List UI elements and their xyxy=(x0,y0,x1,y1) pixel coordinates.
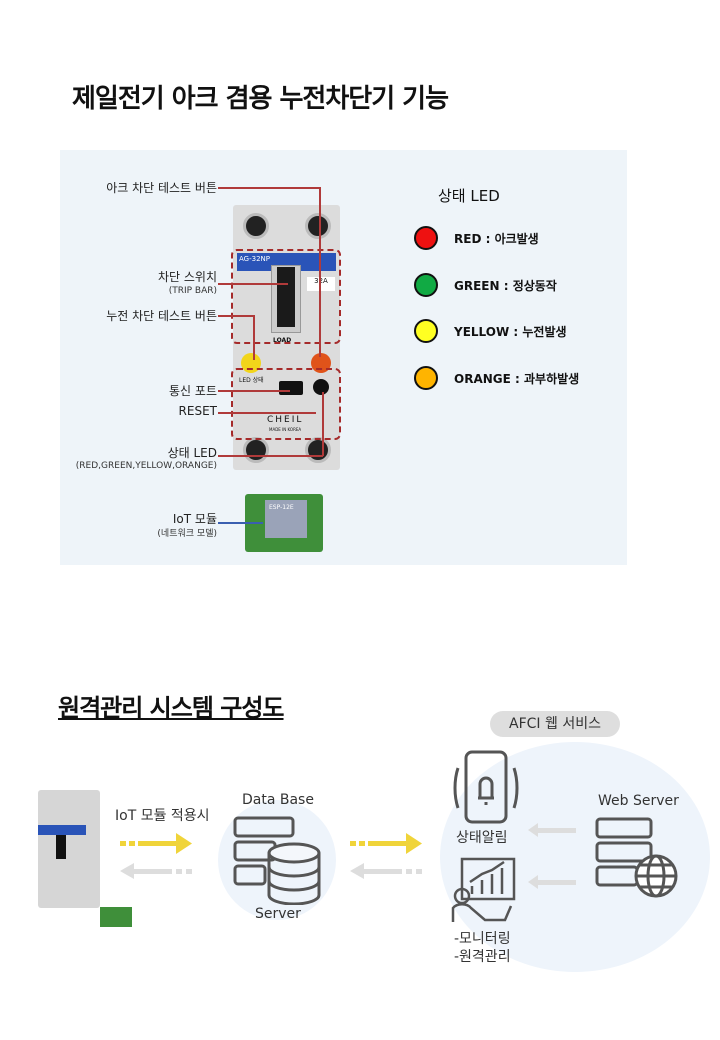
remote-label: -원격관리 xyxy=(454,949,511,965)
callout-leak-test: 누전 차단 테스트 버튼 xyxy=(106,309,217,323)
rating-label: 32A xyxy=(307,277,335,291)
leader-line xyxy=(218,412,316,414)
made-in-label: MADE IN KOREA xyxy=(269,427,302,432)
leader-line xyxy=(218,187,320,189)
web-server-label: Web Server xyxy=(598,793,679,809)
terminal-hole xyxy=(243,213,269,239)
arrow-right-icon xyxy=(350,833,422,854)
monitoring-label: -모니터링 xyxy=(454,931,511,947)
led-legend-title: 상태 LED xyxy=(438,187,500,205)
monitoring-user-icon xyxy=(451,857,516,922)
orange-led-icon xyxy=(414,366,438,390)
terminal-hole xyxy=(305,437,331,463)
yellow-led-icon xyxy=(414,319,438,343)
leader-line xyxy=(218,522,263,524)
lower-highlight-box xyxy=(231,368,341,440)
terminal-hole xyxy=(305,213,331,239)
led-status-label: LED 상태 xyxy=(239,377,264,384)
iot-module-thumbnail xyxy=(100,907,132,927)
led-name: GREEN xyxy=(454,279,500,293)
upper-highlight-box xyxy=(231,249,341,344)
phone-bell-icon xyxy=(453,750,519,824)
terminal-hole xyxy=(243,437,269,463)
leader-line xyxy=(218,390,290,392)
arrow-left-icon xyxy=(528,875,576,889)
callout-trip-switch-sub: (TRIP BAR) xyxy=(168,286,217,296)
feature-panel xyxy=(60,150,627,565)
esp-chip: ESP-12E xyxy=(265,500,307,538)
callout-iot-sub: (네트워크 모델) xyxy=(157,529,217,539)
load-label: LOAD xyxy=(273,337,292,344)
page-title: 제일전기 아크 겸용 누전차단기 기능 xyxy=(72,84,449,114)
led-desc: 아크발생 xyxy=(494,232,539,246)
callout-reset: RESET xyxy=(178,404,217,418)
arrow-left-icon xyxy=(528,823,576,837)
breaker-thumbnail xyxy=(38,790,100,908)
trip-bar-switch[interactable] xyxy=(277,267,295,327)
callout-iot: IoT 모듈 xyxy=(172,512,217,526)
led-name: YELLOW xyxy=(454,325,510,339)
arrows-db-service xyxy=(350,833,422,879)
arrows-device-db xyxy=(120,833,192,879)
leader-line xyxy=(218,283,288,285)
breaker-thumb-label xyxy=(38,825,86,835)
database-label: Data Base xyxy=(242,792,314,808)
breaker-thumb-switch xyxy=(56,835,66,859)
led-name: RED xyxy=(454,232,482,246)
model-label: AG-32NP xyxy=(237,253,336,271)
callout-comm-port: 통신 포트 xyxy=(169,384,217,398)
section-title: 원격관리 시스템 구성도 xyxy=(58,694,285,722)
leader-line xyxy=(218,315,254,317)
leader-line xyxy=(218,455,323,457)
green-led-icon xyxy=(414,273,438,297)
web-server-globe-icon xyxy=(595,817,678,898)
database-server-icon xyxy=(233,816,321,905)
callout-arc-test: 아크 차단 테스트 버튼 xyxy=(106,181,217,195)
arrow-left-icon xyxy=(350,863,422,879)
callout-status-led-sub: (RED,GREEN,YELLOW,ORANGE) xyxy=(75,461,217,471)
brand-logo: CHEIL xyxy=(267,415,304,425)
red-led-icon xyxy=(414,226,438,250)
service-pill: AFCI 웹 서비스 xyxy=(490,711,620,737)
led-desc: 과부하발생 xyxy=(523,372,580,386)
comm-port[interactable] xyxy=(279,381,303,395)
server-label: Server xyxy=(255,906,301,922)
iot-applied-label: IoT 모듈 적용시 xyxy=(115,808,210,824)
status-led xyxy=(313,379,329,395)
led-name: ORANGE xyxy=(454,372,511,386)
callout-status-led: 상태 LED xyxy=(167,446,217,460)
arrow-left-icon xyxy=(120,863,192,879)
led-desc: 정상동작 xyxy=(512,279,557,293)
leader-line xyxy=(253,315,255,360)
callout-trip-switch: 차단 스위치 xyxy=(157,270,217,284)
arrow-right-icon xyxy=(120,833,192,854)
leader-line xyxy=(322,392,324,456)
alert-label: 상태알림 xyxy=(456,830,508,846)
leader-line xyxy=(319,187,321,357)
led-desc: 누전발생 xyxy=(522,325,567,339)
arrows-webserver xyxy=(528,823,576,889)
